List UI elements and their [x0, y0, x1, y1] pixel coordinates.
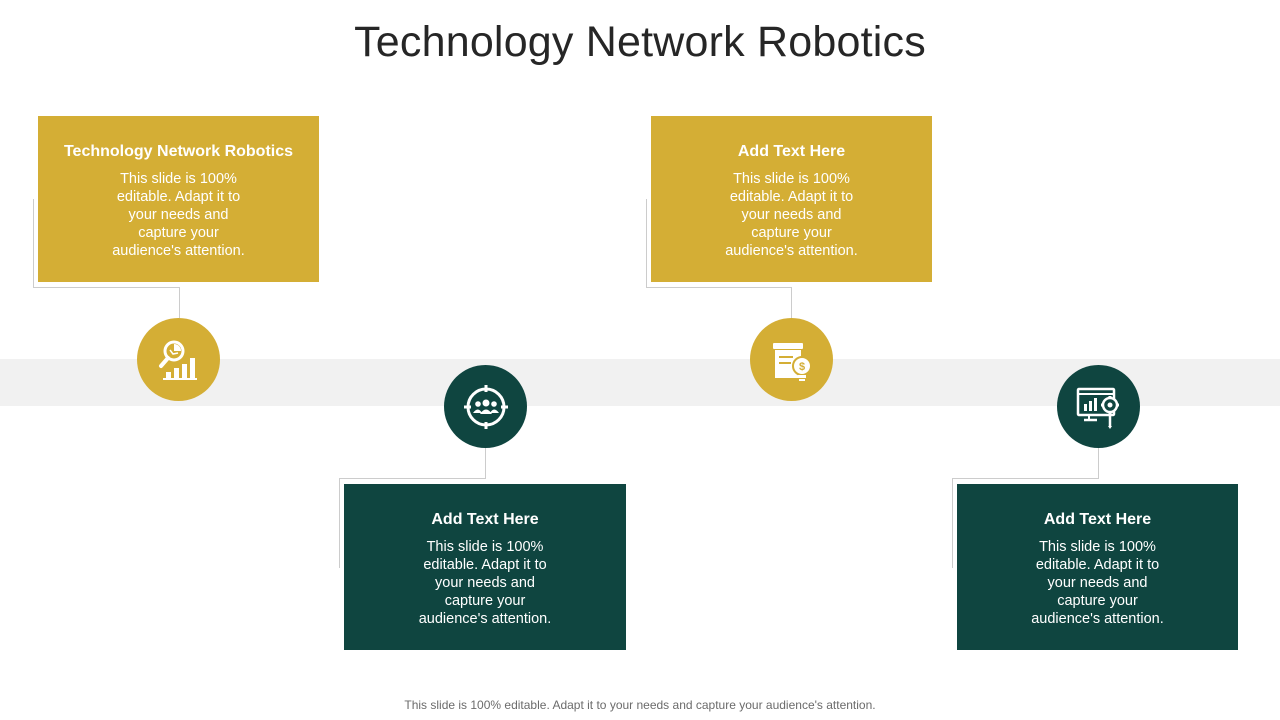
card-text: This slide is 100% editable. Adapt it to…: [725, 171, 858, 259]
card-1: Technology Network Robotics This slide i…: [38, 116, 319, 282]
card-4: Add Text Here This slide is 100% editabl…: [957, 484, 1238, 650]
footer-note: This slide is 100% editable. Adapt it to…: [404, 698, 876, 712]
card-title: Add Text Here: [1043, 511, 1152, 528]
card-text: This slide is 100% editable. Adapt it to…: [112, 171, 245, 259]
connector-3-stem: [791, 287, 792, 318]
connector-1-stem: [179, 287, 180, 318]
card-3: Add Text Here This slide is 100% editabl…: [651, 116, 932, 282]
card-title: Add Text Here: [431, 511, 539, 528]
svg-text:$: $: [798, 361, 804, 373]
connector-2: [339, 478, 486, 568]
card-text: This slide is 100% editable. Adapt it to…: [1031, 539, 1164, 627]
monitor-chart-gear-icon: [1076, 387, 1119, 429]
team-target-icon: [463, 384, 508, 429]
page-title: Technology Network Robotics: [354, 18, 926, 66]
magnifier-chart-icon: [158, 340, 197, 380]
icon-circle-1: [137, 318, 220, 401]
connector-4-stem: [1098, 447, 1099, 478]
icon-circle-3: $: [750, 318, 833, 401]
card-2: Add Text Here This slide is 100% editabl…: [344, 484, 626, 650]
icon-circle-2: [444, 365, 527, 448]
connector-2-stem: [485, 447, 486, 478]
connector-3: [646, 199, 792, 288]
connector-1: [33, 199, 180, 288]
card-title: Technology Network Robotics: [63, 143, 294, 160]
card-text: This slide is 100% editable. Adapt it to…: [418, 539, 552, 627]
card-title: Add Text Here: [737, 143, 846, 160]
document-dollar-bulb-icon: $: [772, 342, 812, 381]
connector-4: [952, 478, 1099, 568]
icon-circle-4: [1057, 365, 1140, 448]
